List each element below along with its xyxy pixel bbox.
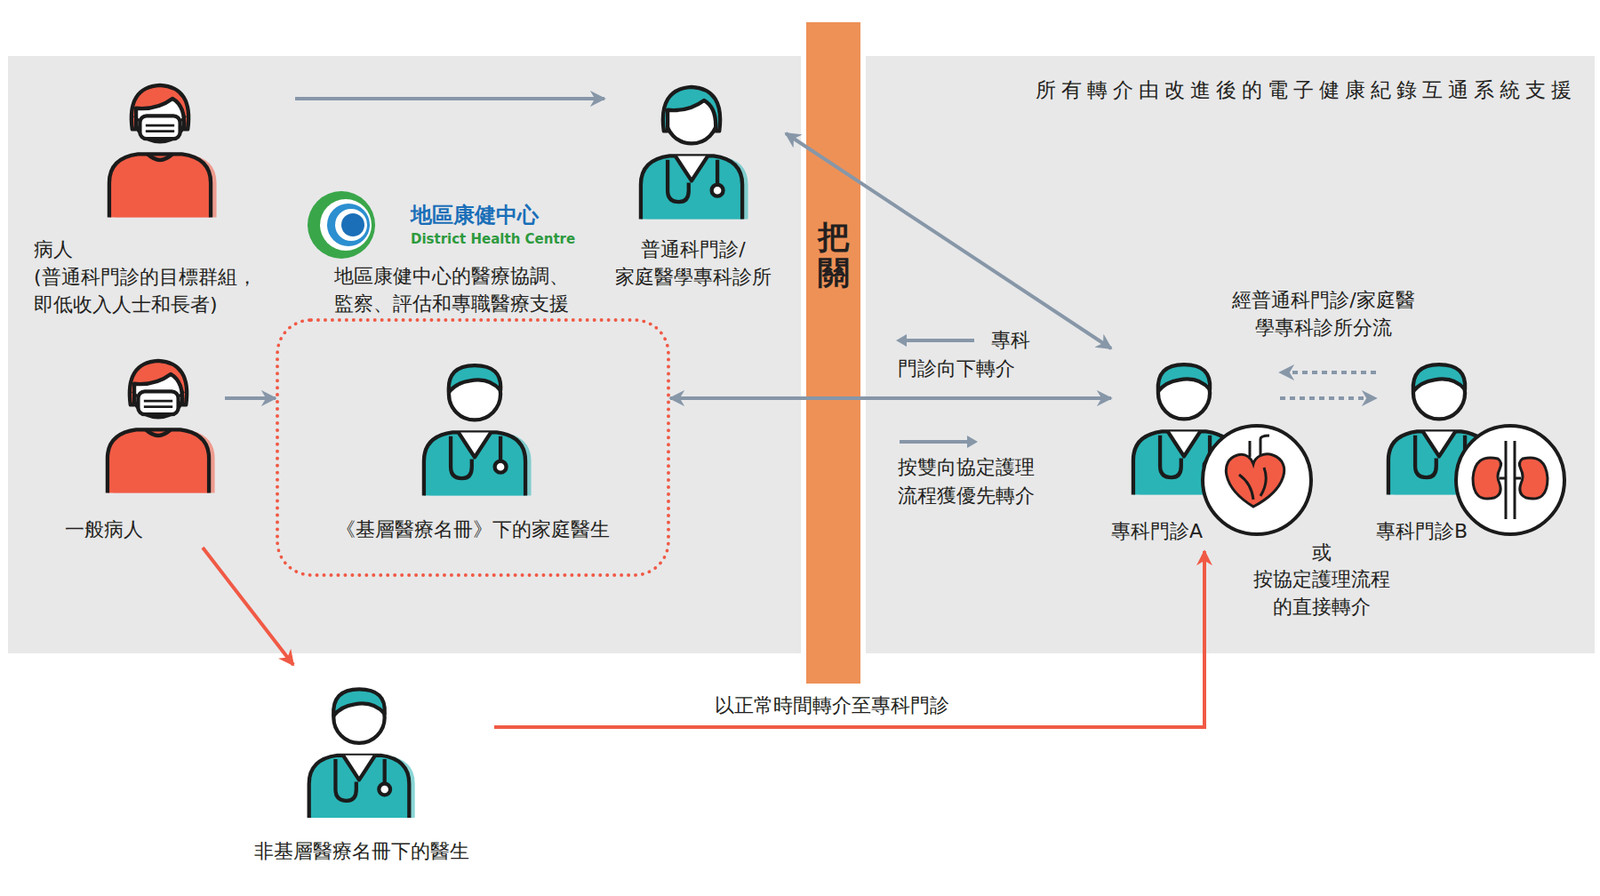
heart-symbol	[1198, 421, 1316, 539]
right-panel	[865, 56, 1595, 654]
node-label: 非基層醫療名冊下的醫生	[232, 837, 491, 865]
node-label: 病人 (普通科門診的目標群組， 即低收入人士和長者)	[33, 235, 292, 319]
legend-text: 專科 門診向下轉介	[897, 326, 1040, 384]
referral-arrow	[494, 551, 1205, 728]
doctor-icon	[412, 343, 537, 499]
patient-icon	[96, 340, 221, 496]
node-label: 《基層醫療名冊》下的家庭醫生	[279, 515, 667, 544]
node-label: 普通科門診/ 家庭醫學專科診所	[604, 235, 783, 291]
node-box: 專科門診A	[1111, 337, 1280, 552]
edge-label: 按協定護理流程 的直接轉介	[1232, 565, 1411, 621]
edge-label: 以正常時間轉介至專科門診	[672, 691, 992, 720]
node-label: 專科門診A	[1111, 517, 1245, 545]
or-label: 或	[1304, 538, 1340, 567]
node-box: 病人 (普通科門診的目標群組， 即低收入人士和長者)	[26, 60, 296, 322]
node-box: 非基層醫療名冊下的醫生	[232, 664, 495, 872]
referral-arrow	[670, 396, 1112, 400]
referral-arrow	[295, 96, 605, 101]
edge-label: 經普通科門診/家庭醫 學專科診所分流	[1208, 286, 1440, 342]
node-box: 地區康健中心District Health Centre 地區康健中心的醫療協調、…	[311, 191, 595, 323]
left-panel	[8, 56, 801, 654]
node-label: 專科門診B	[1376, 517, 1510, 545]
referral-arrow	[1280, 370, 1376, 375]
patient-icon	[97, 64, 223, 221]
doctor-icon	[629, 66, 754, 223]
kidney-symbol	[1451, 421, 1569, 539]
legend-text: 按雙向協定護理 流程獲優先轉介	[897, 453, 1048, 511]
system-note: 所有轉介由改進後的電子健康紀錄互通系統支援	[945, 76, 1577, 104]
node-box: 《基層醫療名冊》下的家庭醫生	[275, 318, 671, 577]
dhc-logo	[304, 187, 379, 263]
node-label: 把關	[817, 219, 850, 290]
node-box: 把關	[806, 22, 861, 684]
node-label: 一般病人	[64, 515, 221, 544]
referral-arrow	[1280, 396, 1376, 400]
node-box: 普通科門診/ 家庭醫學專科診所	[604, 60, 786, 299]
node-label: District Health Centre	[410, 230, 589, 248]
referral-arrow	[202, 547, 294, 665]
node-label: 地區康健中心	[410, 201, 589, 229]
doctor-icon	[296, 668, 422, 820]
gatekeeping-bar	[806, 22, 861, 684]
node-box: 專科門診B	[1376, 337, 1545, 552]
referral-arrow	[785, 133, 1112, 349]
node-label: 地區康健中心的醫療協調、 監察、評估和專職醫療支援	[311, 262, 592, 318]
referral-arrow	[224, 396, 276, 400]
node-box: 一般病人	[60, 336, 225, 548]
